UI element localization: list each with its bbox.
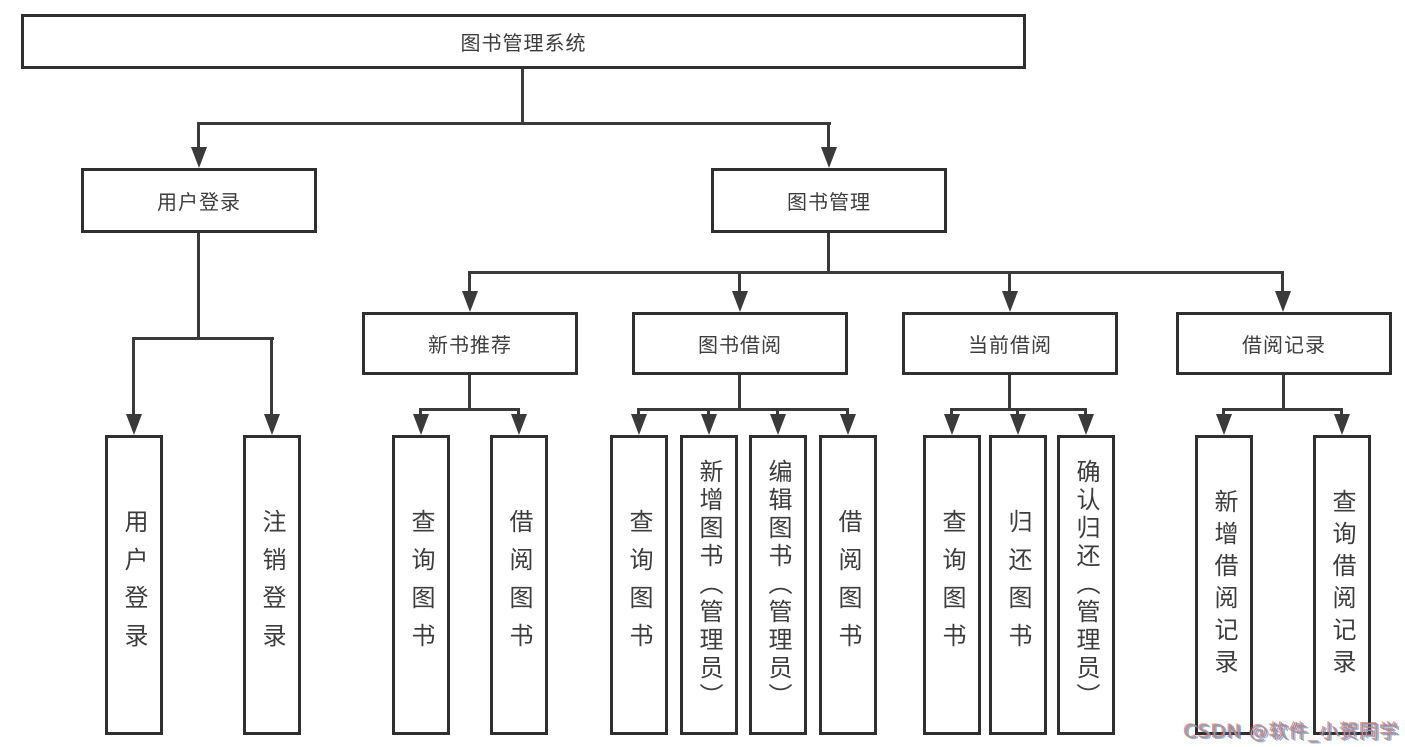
connector-line: [738, 375, 741, 408]
leaf-return-books: 归还图书: [989, 435, 1047, 735]
leaf-query-books-borrow: 查询图书: [610, 435, 668, 735]
arrowhead-down-icon: [264, 414, 280, 435]
connector-line: [1222, 408, 1343, 411]
connector-line: [1281, 271, 1284, 291]
connector-line: [827, 122, 830, 147]
leaf-add-borrow-record: 新增借阅记录: [1195, 435, 1253, 735]
connector-line: [197, 122, 200, 147]
connector-line: [846, 408, 849, 416]
arrowhead-down-icon: [1334, 414, 1350, 435]
csdn-watermark: CSDN @软件_小贺同学: [1184, 721, 1400, 743]
connector-line: [637, 408, 640, 416]
connector-line: [468, 271, 1284, 274]
node-book-management: 图书管理: [711, 168, 947, 233]
connector-line: [707, 408, 710, 416]
leaf-query-books-current: 查询图书: [923, 435, 981, 735]
connector-line: [270, 337, 273, 414]
leaf-logout: 注销登录: [243, 435, 301, 735]
arrowhead-down-icon: [191, 147, 207, 168]
connector-line: [950, 408, 953, 416]
leaf-edit-books-admin: 编辑图书（管理员）: [749, 435, 807, 735]
connector-line: [517, 408, 520, 416]
connector-line: [637, 408, 849, 411]
connector-line: [1340, 408, 1343, 416]
leaf-borrow-books: 借阅图书: [819, 435, 877, 735]
connector-line: [1222, 408, 1225, 416]
node-borrow-record: 借阅记录: [1176, 312, 1392, 375]
arrowhead-down-icon: [511, 414, 527, 435]
connector-line: [738, 271, 741, 291]
arrowhead-down-icon: [770, 414, 786, 435]
connector-line: [419, 408, 520, 411]
arrowhead-down-icon: [840, 414, 856, 435]
arrowhead-down-icon: [1002, 291, 1018, 312]
connector-line: [197, 122, 831, 125]
connector-line: [197, 233, 200, 337]
node-book-borrow: 图书借阅: [632, 312, 848, 375]
leaf-add-books-admin: 新增图书（管理员）: [680, 435, 738, 735]
arrowhead-down-icon: [732, 291, 748, 312]
connector-line: [1008, 271, 1011, 291]
connector-line: [776, 408, 779, 416]
arrowhead-down-icon: [821, 147, 837, 168]
connector-line: [521, 69, 524, 122]
arrowhead-down-icon: [1275, 291, 1291, 312]
leaf-query-books-recommend: 查询图书: [392, 435, 450, 735]
connector-line: [827, 233, 830, 271]
connector-line: [468, 375, 471, 408]
arrowhead-down-icon: [1078, 414, 1094, 435]
arrowhead-down-icon: [701, 414, 717, 435]
arrowhead-down-icon: [1010, 414, 1026, 435]
connector-line: [419, 408, 422, 416]
connector-line: [468, 271, 471, 291]
connector-line: [132, 337, 274, 340]
arrowhead-down-icon: [1216, 414, 1232, 435]
node-current-borrow: 当前借阅: [902, 312, 1118, 375]
node-user-login: 用户登录: [81, 168, 317, 233]
node-root: 图书管理系统: [21, 14, 1026, 69]
leaf-query-borrow-record: 查询借阅记录: [1313, 435, 1371, 735]
arrowhead-down-icon: [413, 414, 429, 435]
leaf-user-login: 用户登录: [105, 435, 163, 735]
arrowhead-down-icon: [631, 414, 647, 435]
connector-line: [1282, 375, 1285, 408]
arrowhead-down-icon: [126, 414, 142, 435]
connector-line: [1008, 375, 1011, 408]
leaf-borrow-books-recommend: 借阅图书: [490, 435, 548, 735]
connector-line: [132, 337, 135, 414]
connector-line: [1016, 408, 1019, 416]
node-new-book-recommend: 新书推荐: [362, 312, 578, 375]
connector-line: [1084, 408, 1087, 416]
arrowhead-down-icon: [944, 414, 960, 435]
leaf-confirm-return-admin: 确认归还（管理员）: [1057, 435, 1115, 735]
arrowhead-down-icon: [462, 291, 478, 312]
